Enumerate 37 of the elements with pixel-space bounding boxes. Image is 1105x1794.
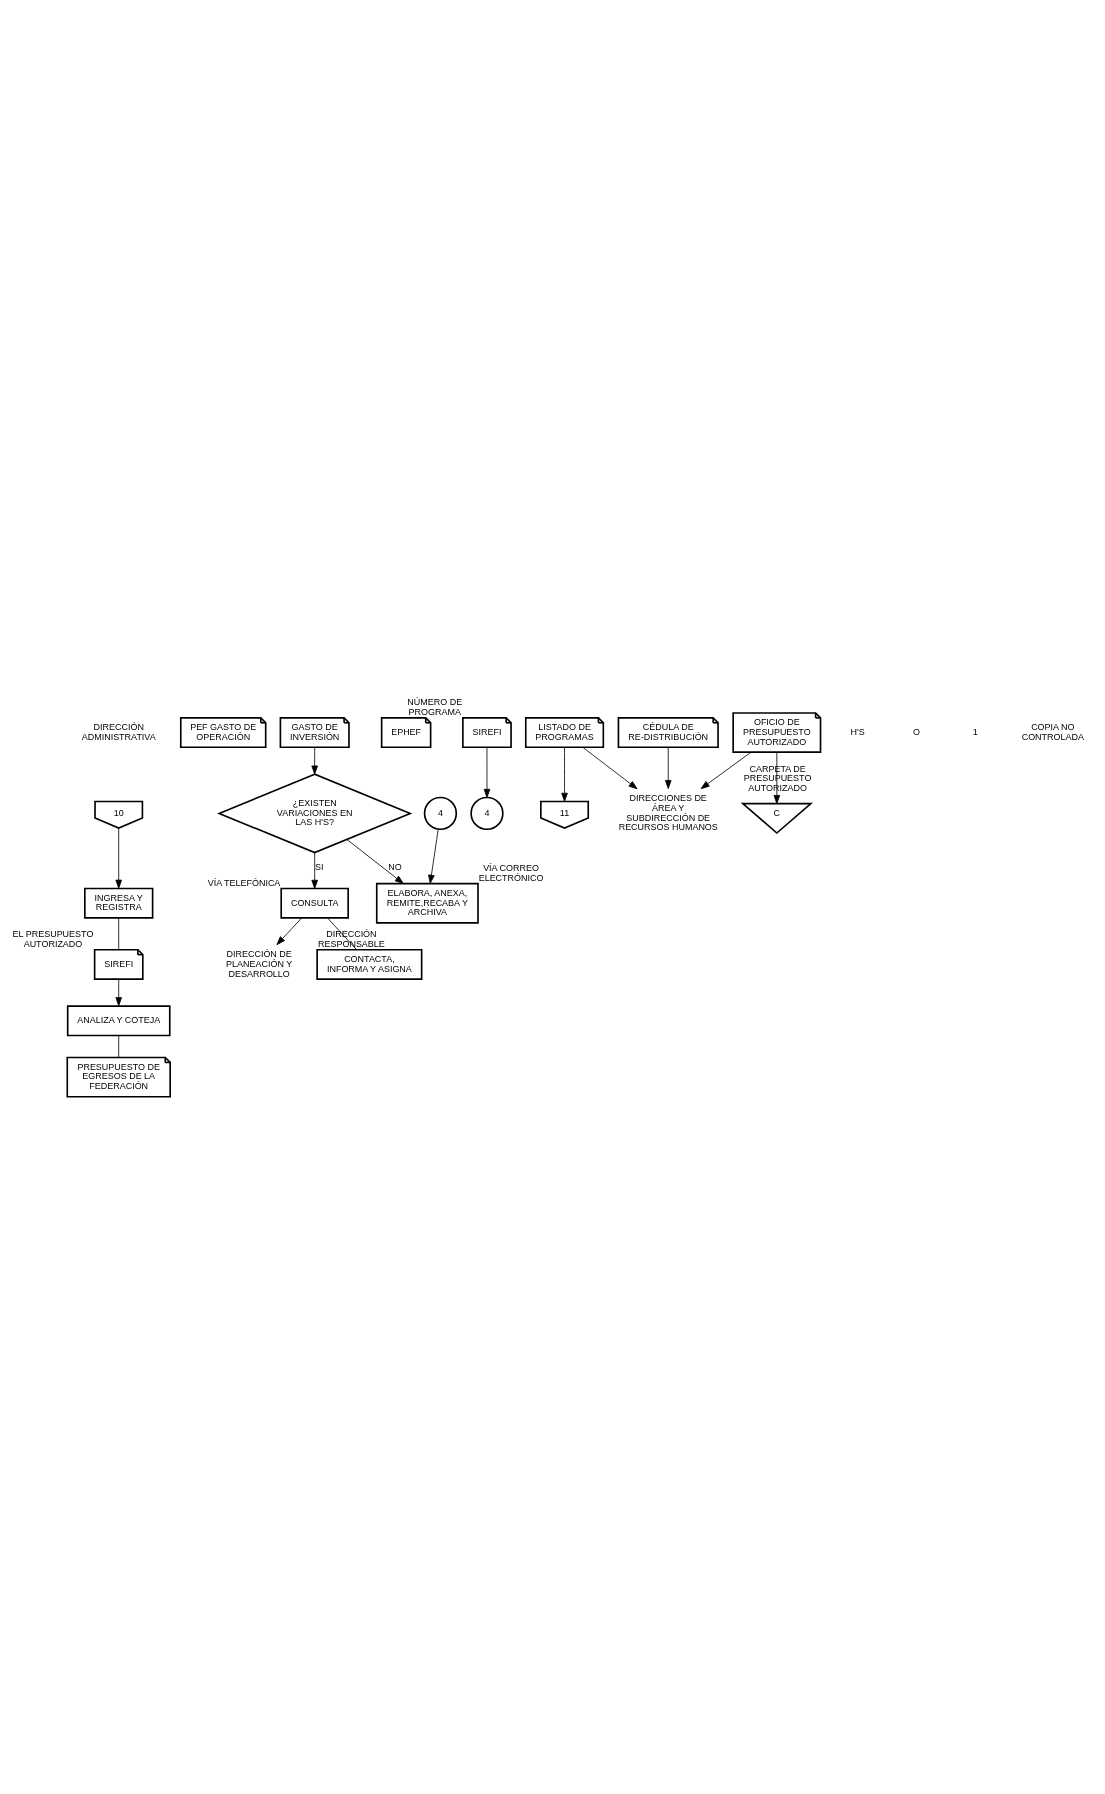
node-text: DIRECCIÓN DE PLANEACIÓN Y DESARROLLO bbox=[226, 948, 293, 979]
arrow bbox=[346, 838, 404, 884]
arrow bbox=[665, 746, 672, 789]
node-diamond: ¿EXISTEN VARIACIONES EN LAS H'S? bbox=[217, 772, 413, 853]
arrow bbox=[561, 746, 568, 802]
node-text: DIRECCIONES DE ÁREA Y SUBDIRECCIÓN DE RECURSOS HUMANOS bbox=[618, 792, 718, 832]
arrow bbox=[700, 751, 752, 789]
label: DIRECCIÓN ADMINISTRATIVA bbox=[81, 721, 156, 742]
connector bbox=[118, 1034, 120, 1058]
node-box: ANALIZA Y COTEJA bbox=[66, 1004, 171, 1036]
arrow bbox=[311, 851, 318, 889]
arrow bbox=[428, 828, 439, 884]
label: 1 bbox=[972, 726, 978, 737]
arrow bbox=[311, 746, 318, 774]
edge-label: SI bbox=[314, 861, 324, 872]
label: O bbox=[912, 726, 920, 737]
node-label: VÍA CORREO ELECTRÓNICO bbox=[478, 862, 544, 883]
node-box: INGRESA Y REGISTRA bbox=[84, 887, 154, 919]
arrow bbox=[483, 746, 491, 798]
node-box: ELABORA, ANEXA, REMITE,RECABA Y ARCHIVA bbox=[375, 882, 479, 924]
arrow bbox=[582, 746, 638, 789]
node-label: EL PRESUPUESTO AUTORIZADO bbox=[12, 928, 94, 949]
arrow bbox=[773, 751, 781, 804]
edge-label: NO bbox=[388, 861, 402, 872]
node-circle: 4 bbox=[423, 796, 458, 830]
label: H'S bbox=[850, 726, 865, 737]
node-box: CONSULTA bbox=[280, 887, 349, 919]
node-label: CARPETA DE PRESUPUESTO AUTORIZADO bbox=[743, 763, 812, 793]
node-box: CONTACTA, INFORMA Y ASIGNA bbox=[316, 948, 423, 980]
connector bbox=[118, 917, 120, 950]
arrow bbox=[115, 978, 122, 1006]
node-label: NÚMERO DE PROGRAMA bbox=[407, 696, 463, 717]
label: COPIA NO CONTROLADA bbox=[1021, 721, 1084, 742]
node-label: VÍA TELEFÓNICA bbox=[207, 877, 281, 888]
arrow bbox=[115, 827, 122, 889]
arrow bbox=[276, 917, 302, 945]
node-circle: 4 bbox=[470, 796, 504, 830]
